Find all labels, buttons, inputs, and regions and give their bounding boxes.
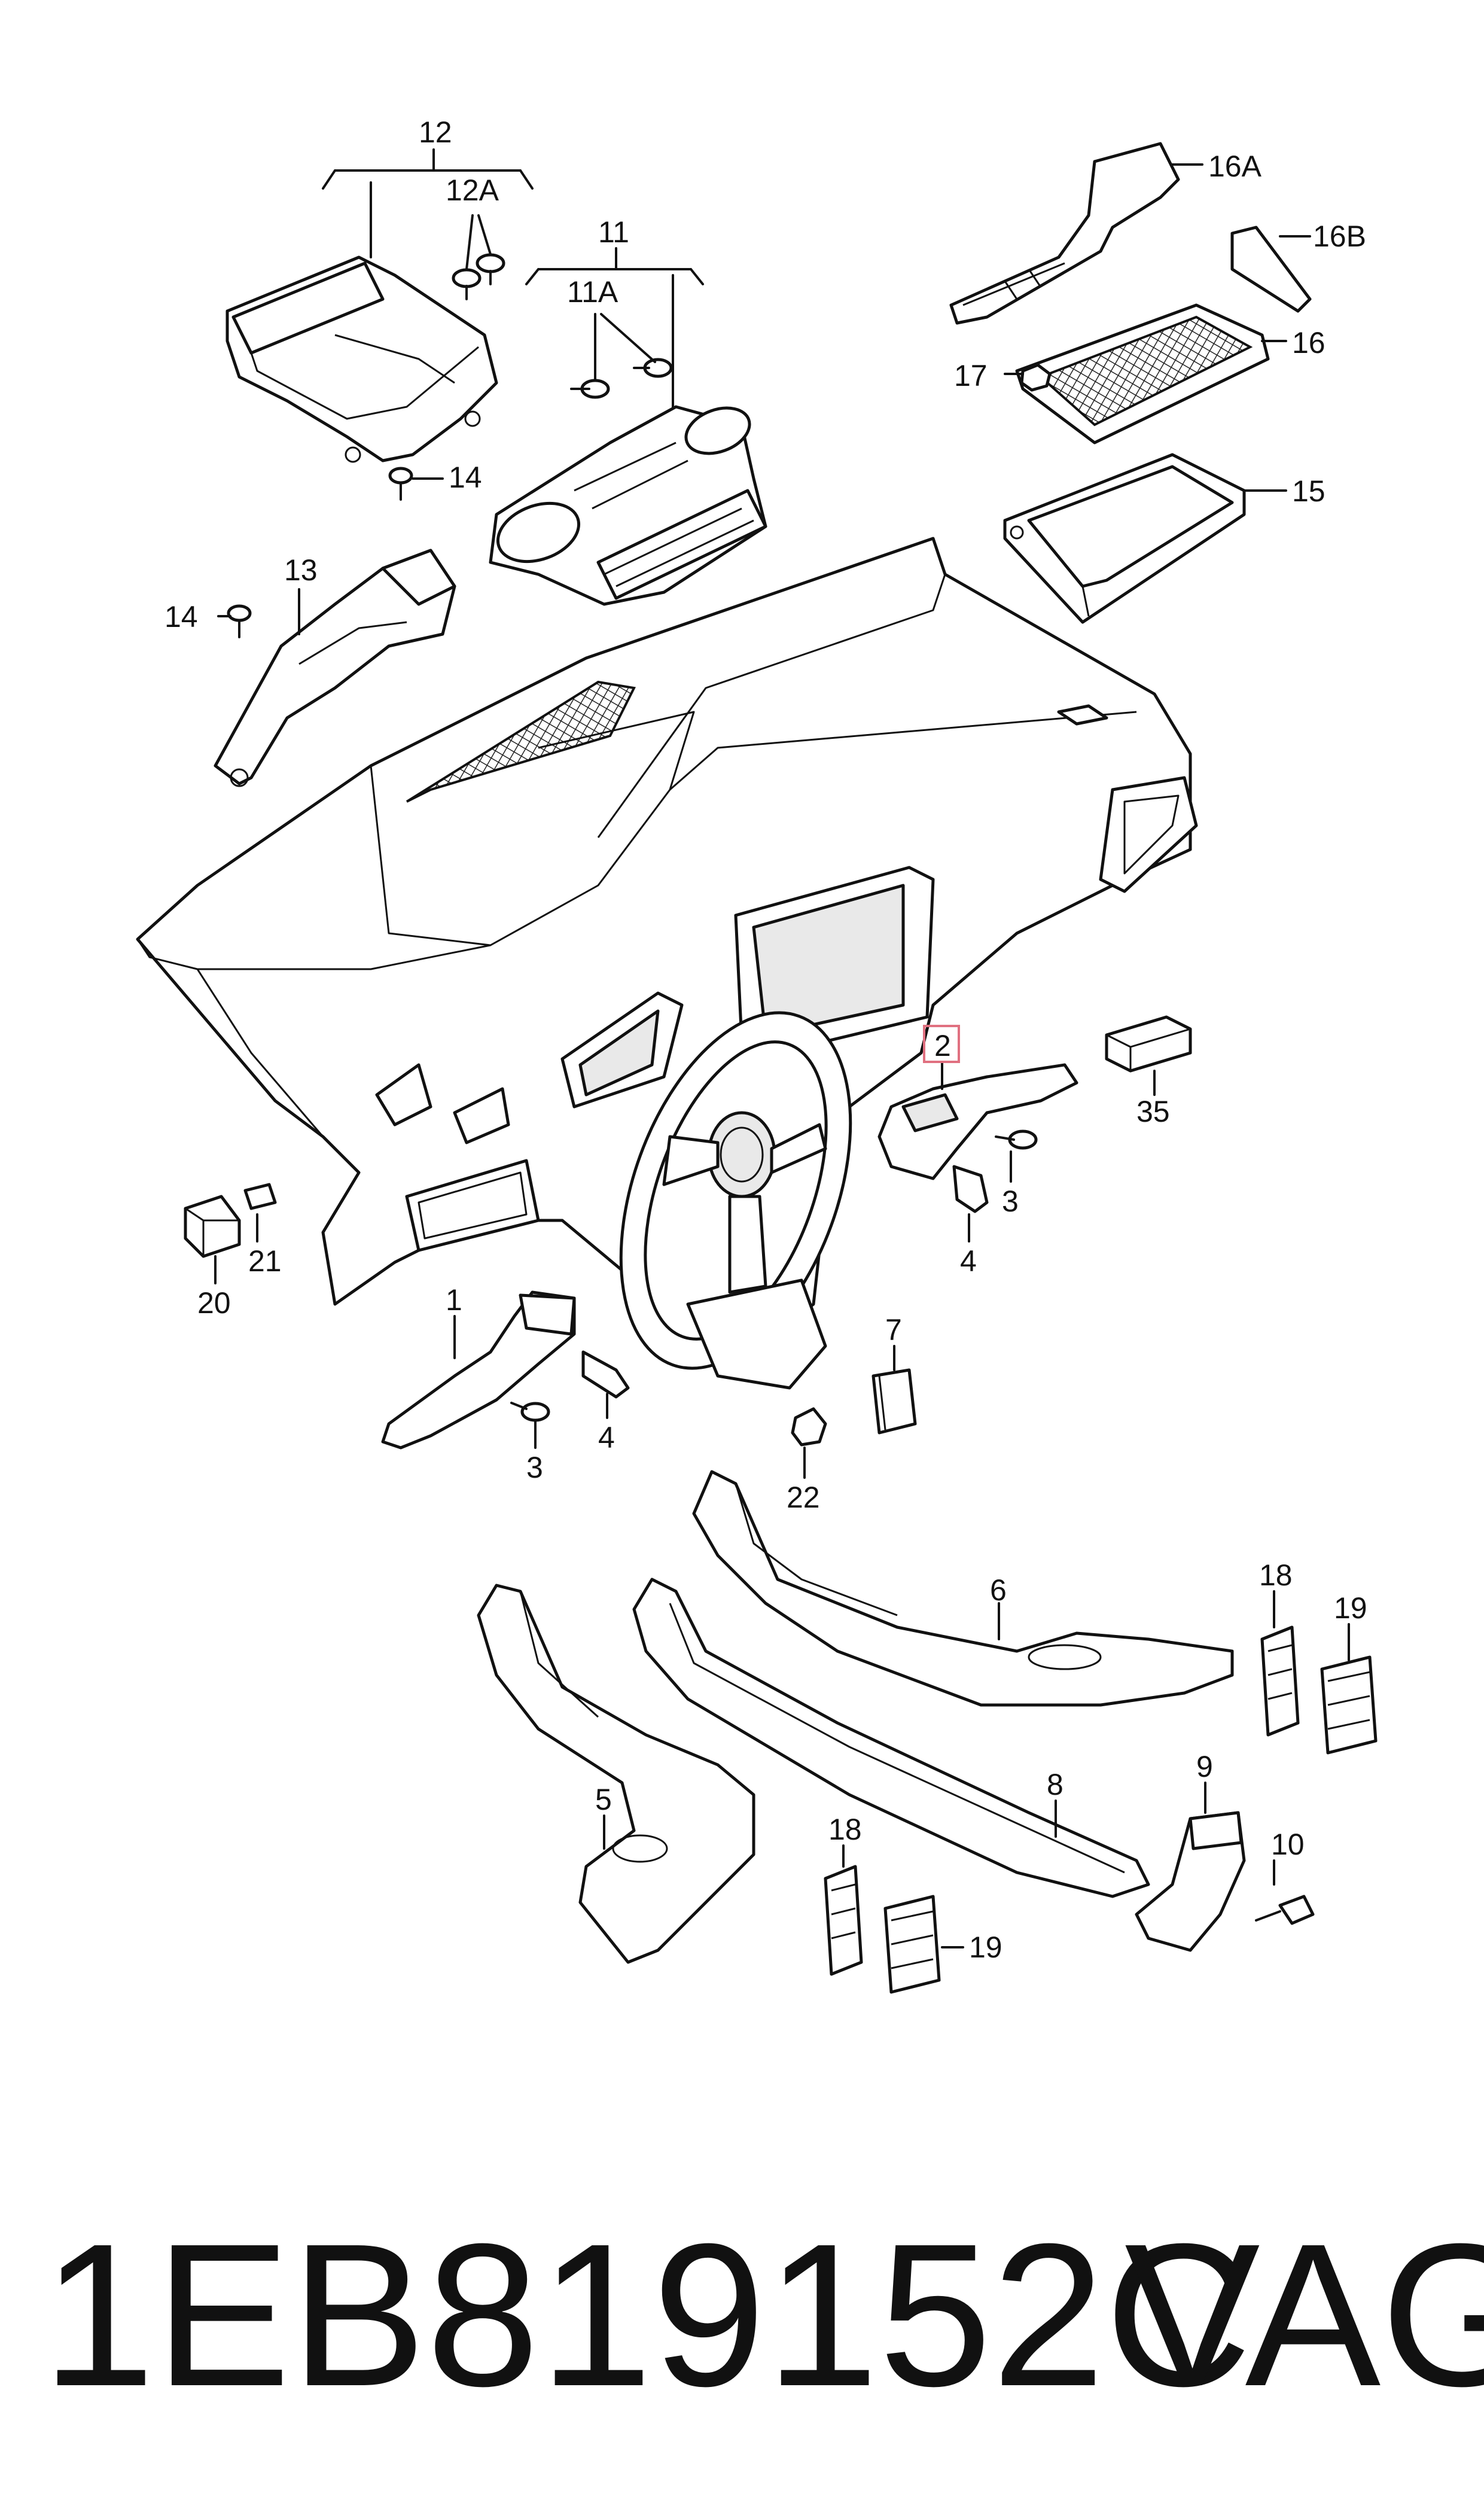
- callout-4b: 4: [598, 1421, 615, 1454]
- callout-16B: 16B: [1313, 220, 1366, 253]
- callout-7: 7: [885, 1313, 902, 1347]
- parts-diagram: 12 12A 11 11A 14 14 13 16A 16B 16 17 15 …: [136, 115, 1378, 1994]
- callout-12A: 12A: [446, 173, 499, 207]
- leader-lines: [214, 148, 1350, 1948]
- callout-12: 12: [419, 115, 452, 149]
- part-2-duct: [877, 1063, 1078, 1180]
- callout-19b: 19: [969, 1931, 1002, 1964]
- fasteners: [227, 253, 1315, 1925]
- callout-4a: 4: [960, 1244, 977, 1278]
- part-19-vent-b: [883, 1895, 941, 1994]
- part-1-duct: [381, 1290, 576, 1450]
- part-6-duct: [692, 1470, 1234, 1707]
- callout-11A: 11A: [567, 275, 618, 309]
- part-35-module: [1105, 1015, 1192, 1073]
- part-8-duct: [632, 1578, 1150, 1898]
- callout-5: 5: [595, 1783, 612, 1816]
- brand-name: VAG: [1125, 2202, 1484, 2429]
- callout-18b: 18: [828, 1813, 862, 1846]
- part-15-storage-box: [1003, 453, 1246, 624]
- callout-6: 6: [990, 1573, 1007, 1607]
- callout-2: 2: [934, 1029, 951, 1062]
- part-16-grille: [1015, 303, 1270, 444]
- part-9-duct: [1135, 1811, 1246, 1952]
- callout-20: 20: [197, 1286, 231, 1320]
- callout-19a: 19: [1334, 1591, 1367, 1625]
- callout-17: 17: [954, 359, 988, 392]
- screw-14-a: [388, 467, 413, 501]
- callout-18a: 18: [1259, 1558, 1293, 1592]
- dashboard: [136, 537, 1198, 1390]
- part-13-side-duct: [214, 549, 456, 787]
- callout-11: 11: [598, 215, 629, 249]
- nut-17: [1020, 363, 1052, 392]
- callout-2-highlight: [923, 1025, 960, 1063]
- clip-10: [1255, 1895, 1315, 1925]
- callout-22: 22: [787, 1481, 820, 1514]
- defrost-vent-mesh: [406, 680, 636, 803]
- callout-10: 10: [1271, 1828, 1305, 1861]
- clip-4-a: [952, 1165, 989, 1213]
- part-22-knob: [791, 1407, 827, 1447]
- callouts: 12 12A 11 11A 14 14 13 16A 16B 16 17 15 …: [164, 115, 1367, 1964]
- callout-8: 8: [1047, 1768, 1064, 1801]
- callout-16A: 16A: [1208, 150, 1262, 183]
- screw-3-b: [510, 1402, 550, 1422]
- callout-21: 21: [248, 1244, 282, 1278]
- callout-9: 9: [1196, 1750, 1213, 1783]
- part-11-vent-housing: [489, 405, 767, 606]
- part-18-vent-b: [824, 1865, 863, 1976]
- screw-12A-a: [452, 268, 482, 300]
- screw-12A-b: [476, 253, 505, 285]
- screw-11A-a: [570, 379, 610, 399]
- part-number: 1EB819152C: [42, 2202, 1252, 2429]
- screw-14-b: [227, 604, 252, 638]
- callout-13: 13: [284, 553, 318, 587]
- screw-3-a: [995, 1129, 1038, 1150]
- part-5-duct: [477, 1584, 755, 1964]
- part-19-vent-a: [1320, 1655, 1378, 1755]
- part-16A-trim: [949, 142, 1180, 325]
- callout-3b: 3: [526, 1451, 543, 1484]
- callout-1: 1: [446, 1283, 462, 1317]
- part-21-clip: [243, 1183, 277, 1210]
- callout-3a: 3: [1002, 1185, 1019, 1218]
- callout-14b: 14: [164, 600, 198, 634]
- callout-35: 35: [1136, 1095, 1170, 1128]
- part-20-switch: [184, 1195, 241, 1258]
- part-16B-wedge: [1230, 226, 1312, 313]
- part-18-vent-a: [1260, 1625, 1300, 1737]
- callout-14a: 14: [449, 461, 482, 494]
- callout-15: 15: [1292, 474, 1325, 508]
- part-7-cover: [871, 1368, 917, 1435]
- steering-wheel: [619, 1011, 852, 1370]
- callout-16: 16: [1292, 326, 1325, 360]
- part-12-duct: [226, 255, 498, 463]
- screw-11A-b: [633, 358, 673, 378]
- clip-4-b: [581, 1350, 630, 1399]
